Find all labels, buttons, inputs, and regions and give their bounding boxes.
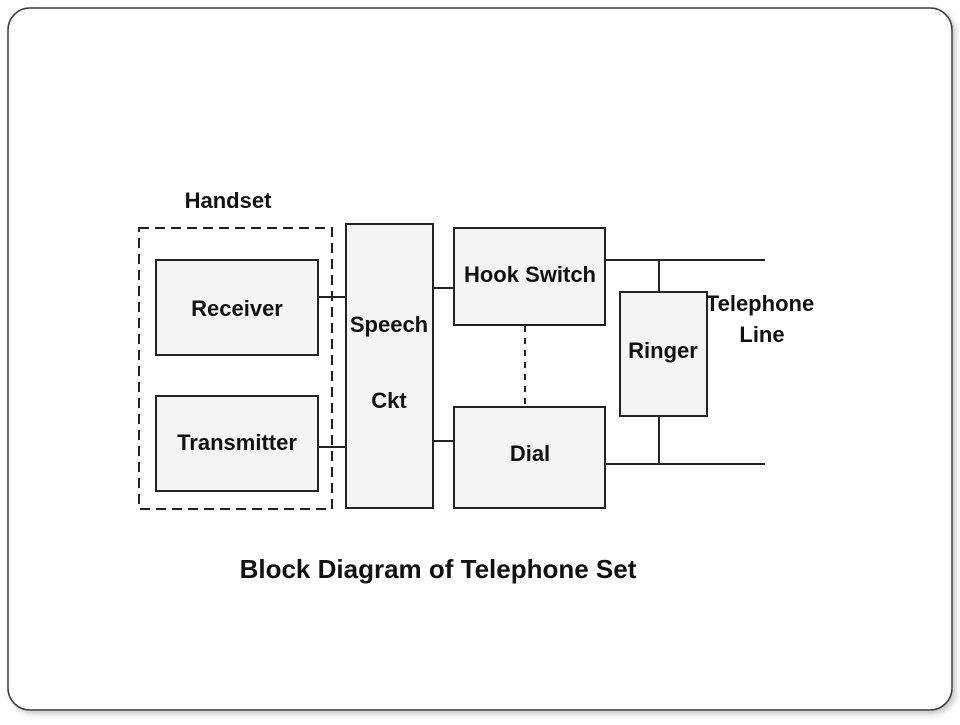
ringer-block (619, 291, 708, 417)
ringer-label: Ringer (628, 338, 698, 363)
receiver-block (155, 259, 319, 356)
speech-ckt-label-line1: Speech (350, 312, 428, 337)
handset-group-border (138, 227, 333, 510)
receiver-label: Receiver (191, 296, 283, 321)
transmitter-block (155, 395, 319, 492)
dial-label: Dial (510, 441, 550, 466)
dial-block (453, 406, 606, 509)
diagram-caption: Block Diagram of Telephone Set (240, 554, 637, 584)
hook-switch-block (453, 227, 606, 326)
telephone-line-label-line2: Line (739, 322, 784, 347)
connector-wires (318, 259, 765, 465)
speech-ckt-label-line2: Ckt (371, 388, 407, 413)
handset-label: Handset (185, 188, 272, 213)
slide-frame (7, 7, 953, 711)
speech-ckt-block (345, 223, 434, 509)
transmitter-label: Transmitter (177, 430, 297, 455)
hook-switch-label: Hook Switch (464, 262, 596, 287)
telephone-line-label-line1: Telephone (706, 291, 814, 316)
